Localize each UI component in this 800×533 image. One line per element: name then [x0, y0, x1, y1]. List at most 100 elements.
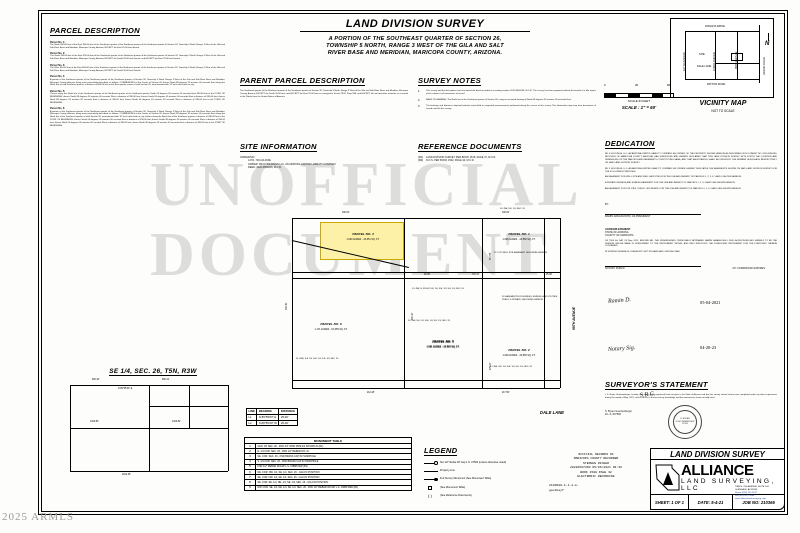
dedication-by-label: BY:: [605, 203, 609, 207]
surveyors-statement-section: SURVEYOR'S STATEMENT I, S. Bryan Goetzen…: [605, 374, 777, 416]
plat-line-mid-v2: [482, 218, 483, 388]
dedication-paragraph-2: RD X HOLDINGS, LLC, AN ARIZONA LIMITED L…: [605, 167, 777, 173]
recorder-footer-2: gacibayf: [549, 487, 564, 492]
parcel-description-block: Parcel No. 4:A portion of the Southeast …: [50, 75, 225, 87]
parcel-description-label-6: Parcel No. 6:: [50, 107, 66, 111]
vicinity-map-subcaption: NOT TO SCALE: [711, 109, 735, 113]
parcel-description-label-5: Parcel No. 5:: [50, 89, 66, 93]
vicinity-label-dixileta: DIXILETA DRIVE: [705, 25, 725, 28]
vicinity-street-107th: [685, 31, 686, 79]
surveyors-statement-text: I, S. Bryan Goetzenberger, hereby state …: [605, 394, 777, 399]
parent-parcel-description-section: PARENT PARCEL DESCRIPTION The Southeast …: [240, 70, 408, 99]
vicinity-map: DIXILETA DRIVE PATTON ROAD 107TH AVENUE …: [662, 16, 784, 124]
plat-road-label-99th: 99TH AVENUE: [572, 307, 576, 330]
parcel-acreage-3: 1.001 ACRES - 43,593 SQ. FT.: [426, 346, 460, 349]
parcel-description-text-3: The West 330.00 feet of the East 660.00 …: [50, 67, 225, 72]
surveyor-name: S. Bryan Goetzenberger: [605, 409, 632, 413]
legend-item: Property Line: [424, 469, 544, 475]
monument-description: NW. COR. SE. 1/4, NE. 1/4, SE. 1/4, SEC.…: [255, 484, 412, 491]
legend-entries: Set 1/2" Rebar W/ Cap L.S. 37500 (unless…: [424, 461, 544, 500]
notary-expires-label: MY COMMISSION EXPIRES: [732, 267, 765, 271]
site-information-heading: SITE INFORMATION: [240, 142, 317, 152]
subtitle-line-3: RIVER BASE AND MERIDIAN, MARICOPA COUNTY…: [327, 50, 503, 56]
plat-line-west: [292, 218, 293, 388]
notary-expiry-date: 04-20-23: [700, 345, 717, 350]
legend-item: (See Monument Table): [424, 486, 544, 492]
vicinity-label-103rd: 103RD AVENUE: [713, 51, 716, 71]
scale-bar-ticks: 0 30 60: [604, 83, 674, 89]
vicinity-street-patton: [685, 79, 759, 80]
line-table-header-row: LINE BEARING DISTANCE: [245, 408, 298, 415]
plat-dim-north-2: 330.00': [502, 212, 510, 214]
reference-documents-section: REFERENCE DOCUMENTS (R1)LAND DIVISION SU…: [418, 136, 596, 163]
parcel-description-text-5: Thence along the North line of the South…: [50, 93, 225, 104]
parcel-description-text-6: A portion of the Southeast quarter of th…: [50, 110, 225, 128]
dedication-section: DEDICATION RD X HOLDINGS, LLC, AN ARIZON…: [605, 133, 777, 271]
vicinity-label-site: SITE: [699, 53, 705, 56]
north-arrow-stem: [768, 33, 769, 41]
recorder-line-5: BOOK 1589 PAGE 32: [580, 469, 612, 474]
section-dim-4: 1320.82': [172, 421, 181, 423]
legend-heading: LEGEND: [424, 446, 458, 456]
parcel-description-label-1: Parcel No. 1:: [50, 40, 66, 44]
site-information-section: SITE INFORMATION OWNER/SIC: A.P.N.: 503-…: [240, 136, 408, 169]
line-table-header-distance: DISTANCE: [278, 408, 298, 415]
plat-line-south-row: [292, 380, 560, 381]
legend-item: ( ) (See Reference Documents): [424, 493, 544, 500]
survey-note-2: BASIS OF BEARING: The North line of the …: [426, 98, 572, 101]
plat-dim-north-1: 330.00': [342, 212, 350, 214]
dedication-signer-title: RAMIN DANAIGOSHO, AS PRESIDENT: [605, 215, 651, 219]
section-dim-5: 2641.65': [122, 474, 131, 476]
parcel-acreage-4: 1.000 ACRES - 43,651 SQ. FT.: [346, 238, 380, 241]
parcel-description-label-2: Parcel No. 2:: [50, 52, 66, 56]
legend-symbol-paren-icon: ( ): [428, 493, 432, 499]
plat-dim-mid-1: 305.00': [472, 274, 480, 276]
parcel-acreage-6: 1.171 ACRES - 51,059 SQ. FT.: [314, 328, 348, 331]
subtitle-line-1: A PORTION OF THE SOUTHEAST QUARTER OF SE…: [328, 36, 502, 42]
parcel-description-text-2: The South 330.00 feet of the East 330.00…: [50, 55, 225, 61]
section-line-east: [228, 385, 229, 471]
acknowledgment-body: ON THIS 4th DAY OF May, 2021, BEFORE ME,…: [605, 239, 777, 248]
parcel-acreage-2: 1.000 ACRES - 43,560 SQ. FT.: [502, 354, 536, 357]
surveyor-license: R.L.S. #37500: [605, 413, 621, 417]
site-deed: DEED: 2020-0850266, M.C.R.: [248, 165, 282, 169]
acknowledgment-heading: ACKNOWLEDGMENT: [605, 227, 631, 231]
vicinity-map-caption: VICINITY MAP: [699, 100, 747, 107]
parent-parcel-text: The Southeast quarter of the Northeast q…: [240, 90, 408, 98]
legend-item: Set 1/2" Rebar W/ Cap L.S. 37500 (unless…: [424, 461, 544, 467]
vicinity-map-frame: DIXILETA DRIVE PATTON ROAD 107TH AVENUE …: [670, 18, 774, 98]
line-table-cell-id: L2: [245, 419, 258, 427]
dedication-paragraph-5: AN EASEMENT FOR UTILITIES, PUBLIC OR PRI…: [605, 188, 742, 191]
plat-annotation-well-easement: 25' X 25' WELL SITE EASEMENT DEDICATED H…: [494, 252, 548, 254]
vicinity-site-box: [731, 53, 743, 61]
plat-line-mid-h: [292, 272, 560, 273]
line-table-cell-id: L1: [245, 413, 258, 421]
legend-item: Fnd Survey Monument (See Monument Table): [424, 477, 544, 483]
parcel-label-5: PARCEL NO. 5: [432, 339, 454, 343]
sheet-date: DATE: 5-4-21: [689, 495, 733, 510]
company-address-1: 7988 N. 70th AVENUE, SUITE 104: [735, 486, 769, 488]
legend-label-monument-table: (See Monument Table): [440, 485, 466, 489]
plat-line-east: [560, 218, 561, 388]
scale-tick-30: 30: [635, 83, 639, 87]
parcel-description-blocks: Parcel No. 1:The North 330.00 feet of th…: [50, 41, 225, 129]
section-dim-1: 660.40': [92, 379, 100, 381]
surveyor-seal-icon: S. BRYAN GOETZENBERGER 37500: [668, 405, 702, 439]
site-owner: OWNER: RD X HOLDINGS LLC, AN ARIZONA LIM…: [248, 162, 336, 166]
section-detail-caption-box: SE 1/4, SEC. 26, T5N, R3W: [58, 360, 248, 378]
parcel-description-text-1: The North 330.00 feet of the East 330.00…: [50, 43, 225, 49]
vicinity-label-107th: 107TH AVENUE: [683, 52, 686, 71]
vicinity-street-dale: [715, 63, 759, 64]
plat-dim-east-upper: 661.58': [490, 252, 492, 260]
scale-bar-graphic: [604, 93, 674, 98]
section-dim-3: 1320.83': [90, 421, 99, 423]
section-detail-diagram: 660.40' 660.41' 1320.83' 1320.82' 2641.6…: [62, 375, 237, 476]
plat-line-row: [544, 218, 545, 388]
legend: LEGEND Set 1/2" Rebar W/ Cap L.S. 37500 …: [424, 440, 544, 500]
page-title: LAND DIVISION SURVEY: [300, 18, 530, 32]
acknowledgment-block: ACKNOWLEDGMENT STATE OF ARIZONA COUNTY O…: [605, 228, 777, 271]
site-apn: A.P.N.: 503-34-003E: [248, 159, 271, 163]
recorder-stamp: OFFICIAL RECORDS OF MARICOPA COUNTY RECO…: [545, 452, 647, 492]
